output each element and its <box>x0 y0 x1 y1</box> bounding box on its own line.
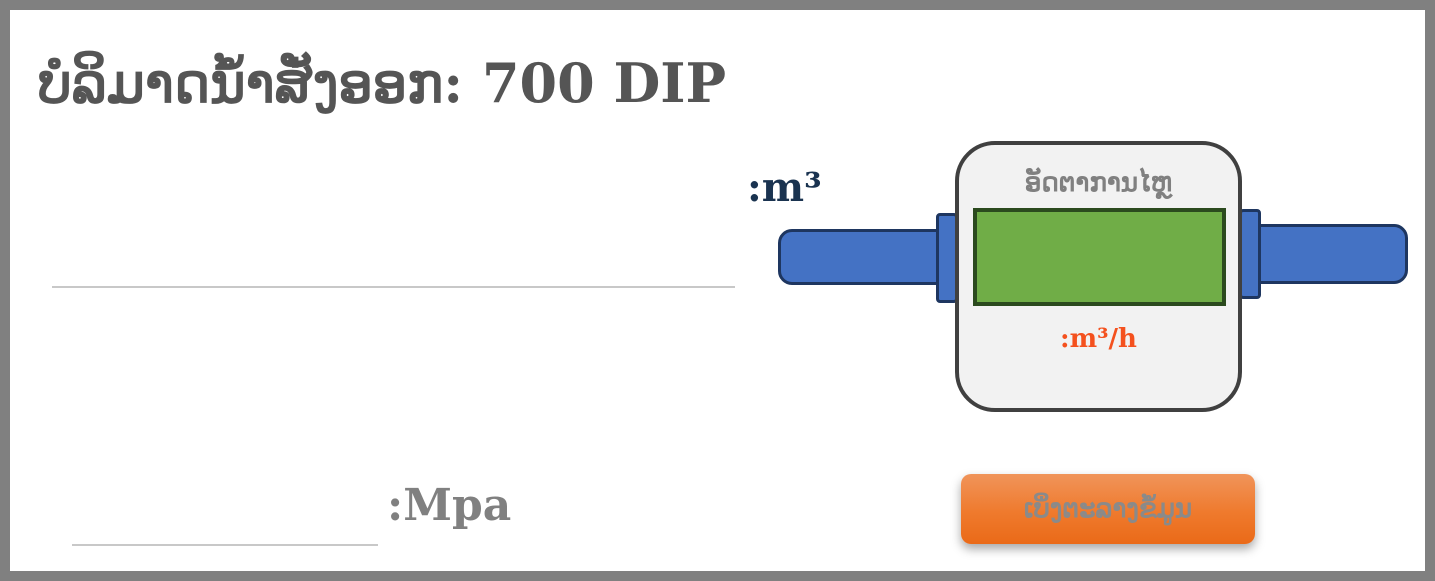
view-data-table-button[interactable]: ເບິ່ງຕະລາງຂໍ້ມູນ <box>961 474 1255 544</box>
volume-unit-label: :m³ <box>747 164 822 211</box>
outlet-pipe <box>1248 224 1408 284</box>
volume-field[interactable] <box>52 240 735 288</box>
pressure-field[interactable] <box>72 496 378 546</box>
pressure-unit-label: :Mpa <box>387 480 512 531</box>
flow-meter: ອັດຕາການໄຫຼ :m³/h <box>955 141 1242 412</box>
page-title: ບໍລິມາດນ້ຳສັ່ງອອກ: 700 DIP <box>38 51 727 115</box>
flow-meter-label: ອັດຕາການໄຫຼ <box>1024 168 1173 198</box>
app-panel: ບໍລິມາດນ້ຳສັ່ງອອກ: 700 DIP :m³ :Mpa ອັດຕ… <box>10 10 1425 571</box>
inlet-pipe <box>778 229 948 285</box>
outlet-flange <box>1239 209 1261 299</box>
flow-meter-display <box>973 208 1226 306</box>
flow-meter-unit: :m³/h <box>1060 324 1137 354</box>
